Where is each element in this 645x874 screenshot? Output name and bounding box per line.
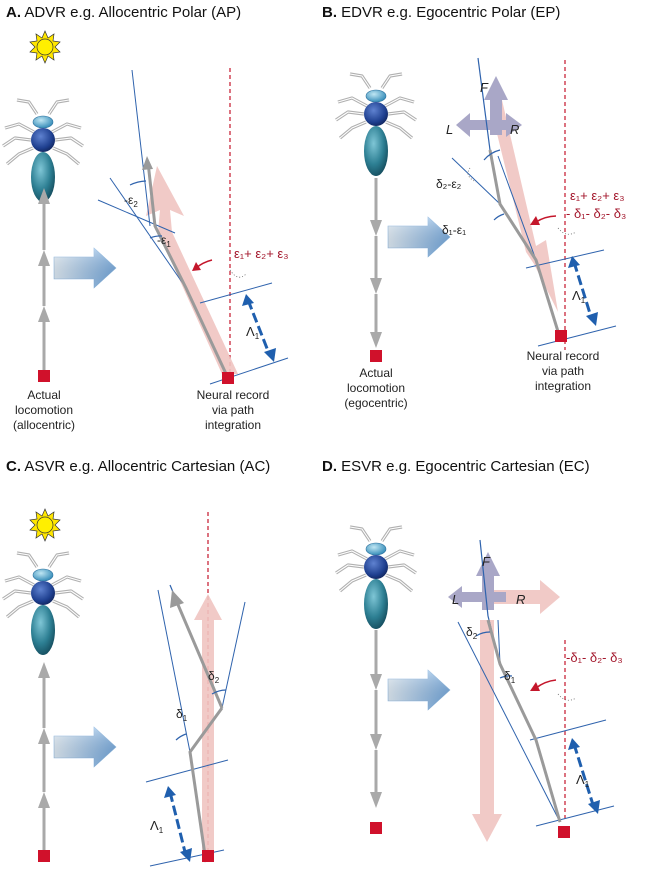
delta1-eps1-label: δ₁-ε₁ bbox=[442, 223, 466, 237]
delta1-label: δ1 bbox=[176, 707, 188, 723]
start-marker bbox=[38, 370, 50, 382]
left-label: L bbox=[452, 592, 459, 607]
right-label: R bbox=[510, 122, 519, 137]
ant-icon bbox=[1, 551, 85, 657]
actual-path-arrows bbox=[38, 188, 50, 370]
lambda-label: Λ1 bbox=[572, 288, 586, 305]
lambda-label: Λ1 bbox=[576, 772, 590, 789]
left-label: L bbox=[446, 122, 453, 137]
panel-b-title: B. EDVR e.g. Egocentric Polar (EP) bbox=[322, 4, 561, 21]
neg-delta-sum-label: -δ₁- δ₂- δ₃ bbox=[566, 650, 623, 665]
start-marker bbox=[370, 350, 382, 362]
ego-polar-label-line2: - δ₁- δ₂- δ₃ bbox=[566, 206, 626, 221]
transform-arrow bbox=[387, 216, 451, 258]
panel-d: F L R δ2 δ1 -δ₁- δ₂- δ₃ Λ1 bbox=[334, 525, 623, 842]
panel-c: δ2 δ1 Λ1 bbox=[1, 508, 246, 867]
neural-record-d: F L R δ2 δ1 -δ₁- δ₂- δ₃ Λ1 bbox=[448, 539, 623, 842]
panel-a: -ε2 -ε1 ε₁+ ε₂+ ε₃ Λ1 bbox=[1, 30, 289, 385]
end-marker bbox=[558, 826, 570, 838]
end-marker bbox=[222, 372, 234, 384]
end-marker bbox=[555, 330, 567, 342]
forward-label: F bbox=[482, 554, 491, 569]
delta2-eps2-label: δ₂-ε₂ bbox=[436, 177, 462, 191]
ant-icon bbox=[1, 98, 85, 204]
actual-path-arrows bbox=[370, 630, 382, 808]
forward-label: F bbox=[480, 80, 489, 95]
delta2-label: δ2 bbox=[466, 625, 478, 641]
actual-path-arrows bbox=[38, 662, 50, 852]
transform-arrow bbox=[387, 669, 451, 711]
delta2-label: δ2 bbox=[208, 669, 220, 685]
transform-arrow bbox=[53, 247, 117, 289]
start-marker bbox=[370, 822, 382, 834]
delta1-label: δ1 bbox=[504, 669, 516, 685]
panel-c-title: C. ASVR e.g. Allocentric Cartesian (AC) bbox=[6, 458, 271, 475]
neural-record-a: -ε2 -ε1 ε₁+ ε₂+ ε₃ Λ1 bbox=[97, 68, 289, 385]
start-marker bbox=[38, 850, 50, 862]
panel-d-title: D. ESVR e.g. Egocentric Cartesian (EC) bbox=[322, 458, 590, 475]
ego-polar-label-line1: ε₁+ ε₂+ ε₃ bbox=[570, 188, 625, 203]
actual-path-arrows bbox=[370, 178, 382, 348]
lambda-label: Λ1 bbox=[246, 324, 260, 341]
neg-eps1-label: -ε1 bbox=[157, 233, 171, 249]
sun-icon bbox=[29, 508, 61, 542]
end-marker bbox=[202, 850, 214, 862]
right-label: R bbox=[516, 592, 525, 607]
neural-record-b: F L R δ₂-ε₂ δ₁-ε₁ ε₁+ ε₂+ ε₃ - δ₁- δ₂- δ… bbox=[436, 57, 626, 350]
ant-icon bbox=[334, 525, 418, 631]
panel-a-title: A. ADVR e.g. Allocentric Polar (AP) bbox=[6, 4, 242, 21]
lambda-label: Λ1 bbox=[150, 818, 164, 835]
eps-sum-label: ε₁+ ε₂+ ε₃ bbox=[234, 246, 289, 261]
neural-record-c: δ2 δ1 Λ1 bbox=[145, 512, 246, 867]
transform-arrow bbox=[53, 726, 117, 768]
panel-b: F L R δ₂-ε₂ δ₁-ε₁ ε₁+ ε₂+ ε₃ - δ₁- δ₂- δ… bbox=[334, 57, 626, 362]
ant-icon bbox=[334, 72, 418, 178]
neg-eps2-label: -ε2 bbox=[124, 193, 138, 209]
sun-icon bbox=[29, 30, 61, 64]
